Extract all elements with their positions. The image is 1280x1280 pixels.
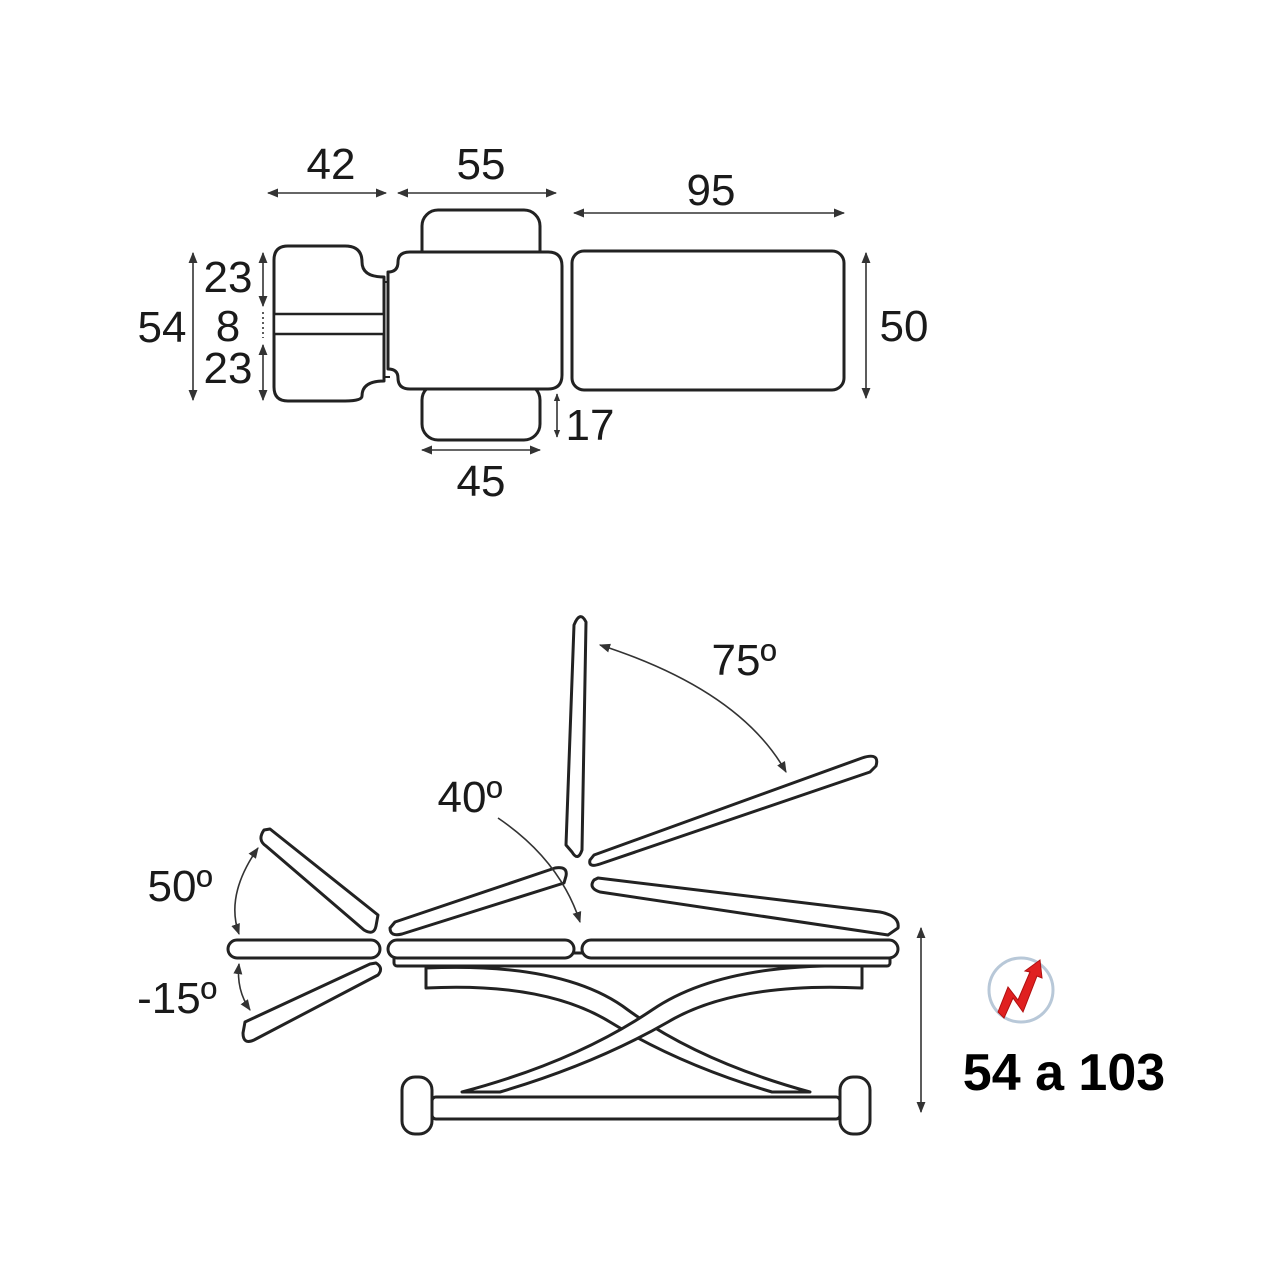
dim-head-width: 42 — [307, 140, 356, 189]
seat-outline — [570, 249, 846, 392]
base-foot-left — [400, 1075, 434, 1136]
top-view: 42 55 95 54 23 8 23 50 17 45 — [138, 140, 929, 506]
base-foot-right — [838, 1075, 872, 1136]
back-section-flat — [386, 938, 576, 960]
seat-section-flat — [580, 938, 900, 960]
backrest-outline — [386, 250, 564, 391]
angle-head-down: -15º — [137, 974, 217, 1023]
angle-arc-head-down — [233, 962, 251, 1011]
dim-seat-length: 95 — [687, 166, 736, 215]
angle-arc-seat — [497, 817, 582, 924]
head-section-raised — [259, 827, 380, 934]
electric-height-adjust-icon — [987, 956, 1055, 1024]
dim-total-width: 54 — [138, 303, 187, 352]
seat-section-raised — [588, 754, 879, 867]
dim-armrest-length: 45 — [457, 457, 506, 506]
dim-head-upper: 23 — [204, 253, 253, 302]
angle-seat-tilt: 40º — [437, 773, 502, 822]
scissor-leg-b — [460, 964, 864, 1094]
armrest-lower — [420, 382, 542, 442]
dim-seat-width: 50 — [880, 302, 929, 351]
angle-back-max: 75º — [711, 636, 776, 685]
dim-armrest-depth: 17 — [566, 401, 615, 450]
angle-head-up: 50º — [147, 862, 212, 911]
head-section-lowered — [241, 961, 383, 1043]
dim-head-gap: 8 — [216, 302, 240, 351]
angle-arc-head-up — [231, 847, 259, 936]
height-range: 54 a 103 — [963, 1044, 1165, 1102]
scissor-leg-a — [424, 965, 812, 1094]
base-rail — [430, 1095, 842, 1121]
headrest-gap-band — [272, 312, 386, 336]
angle-arc-back — [598, 643, 787, 773]
dim-head-lower: 23 — [204, 344, 253, 393]
seat-section-tilted — [590, 876, 900, 937]
dim-back-width: 55 — [457, 140, 506, 189]
back-section-tilted — [388, 866, 568, 937]
back-section-vertical — [564, 615, 588, 858]
head-section-flat — [226, 938, 382, 960]
side-view: 75º 40º 50º -15º 54 a 103 — [137, 615, 1165, 1136]
